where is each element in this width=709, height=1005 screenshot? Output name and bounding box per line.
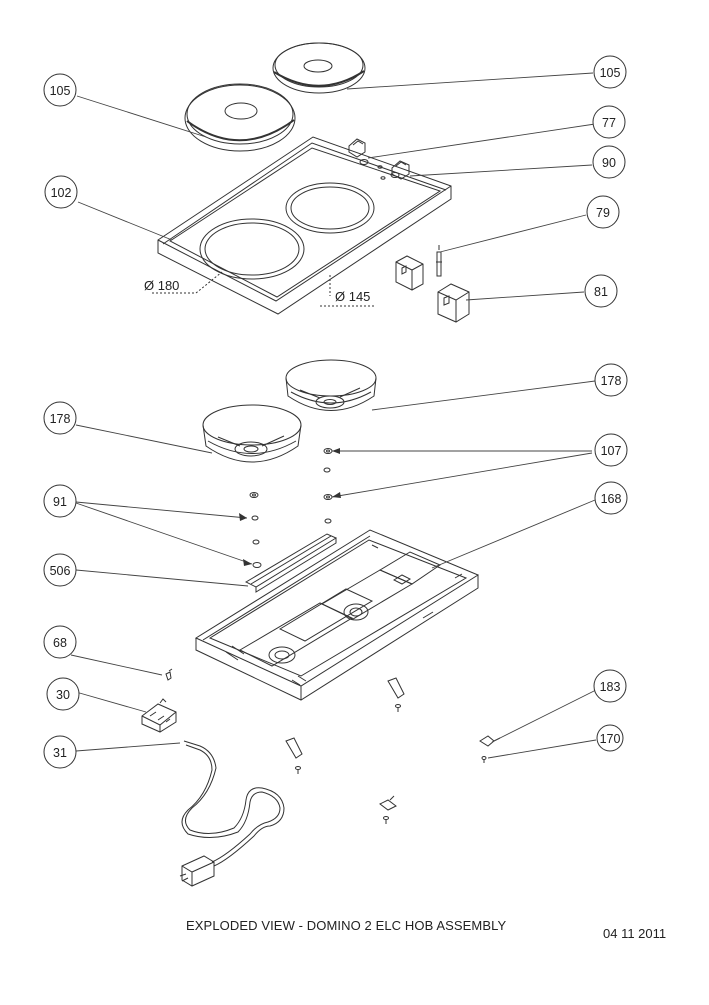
- plate-support-left: [202, 404, 302, 463]
- callout-label: 170: [600, 732, 621, 746]
- callout-label: 506: [50, 564, 71, 578]
- diagram-title: EXPLODED VIEW - DOMINO 2 ELC HOB ASSEMBL…: [186, 918, 507, 933]
- callout-107: 107: [594, 433, 628, 467]
- plate-support-right: [285, 359, 377, 411]
- callout-label: 81: [594, 285, 608, 299]
- thermostat-probe: [436, 245, 442, 277]
- callout-102: 102: [44, 175, 78, 209]
- callout-105-right: 105: [593, 55, 627, 89]
- small-parts: [285, 677, 501, 824]
- callout-label: 183: [600, 680, 621, 694]
- callout-79: 79: [586, 195, 620, 229]
- callout-68: 68: [43, 625, 77, 659]
- callout-90: 90: [592, 145, 626, 179]
- dimension-leaders: [152, 271, 376, 307]
- callout-label: 102: [51, 186, 72, 200]
- power-cable: [179, 740, 285, 887]
- glass-top-panel: [157, 136, 452, 315]
- callout-label: 107: [601, 444, 622, 458]
- callout-label: 105: [600, 66, 621, 80]
- callout-label: 178: [50, 412, 71, 426]
- nuts-and-washers: [249, 448, 333, 568]
- dimension-label-180: Ø 180: [144, 278, 179, 293]
- callout-506: 506: [43, 553, 77, 587]
- dimension-label-145: Ø 145: [335, 289, 370, 304]
- callout-178-right: 178: [594, 363, 628, 397]
- switch-blocks: [395, 255, 470, 323]
- support-bracket: [244, 533, 338, 593]
- callout-168: 168: [594, 481, 628, 515]
- terminal-block: [141, 698, 177, 733]
- callout-170: 170: [596, 724, 624, 752]
- callout-91: 91: [43, 484, 77, 518]
- callout-label: 30: [56, 688, 70, 702]
- diagram-date: 04 11 2011: [603, 926, 667, 941]
- callouts: 105 105 77 90 102 79 81 178: [43, 55, 628, 769]
- hotplate-right: [272, 42, 366, 94]
- control-knobs: [348, 138, 410, 180]
- callout-81: 81: [584, 274, 618, 308]
- callout-label: 91: [53, 495, 67, 509]
- callout-label: 178: [601, 374, 622, 388]
- base-tray: [194, 529, 480, 701]
- leader-lines: [70, 72, 597, 759]
- callout-label: 31: [53, 746, 67, 760]
- callout-31: 31: [43, 735, 77, 769]
- callout-183: 183: [593, 669, 627, 703]
- callout-30: 30: [46, 677, 80, 711]
- callout-label: 105: [50, 84, 71, 98]
- callout-77: 77: [592, 105, 626, 139]
- hotplate-left: [184, 83, 296, 152]
- callout-178-left: 178: [43, 401, 77, 435]
- callout-label: 168: [601, 492, 622, 506]
- callout-label: 68: [53, 636, 67, 650]
- callout-label: 90: [602, 156, 616, 170]
- clip: [165, 668, 173, 681]
- callout-105-left: 105: [43, 73, 77, 107]
- leader-arrows: [239, 448, 341, 566]
- callout-label: 79: [596, 206, 610, 220]
- callout-label: 77: [602, 116, 616, 130]
